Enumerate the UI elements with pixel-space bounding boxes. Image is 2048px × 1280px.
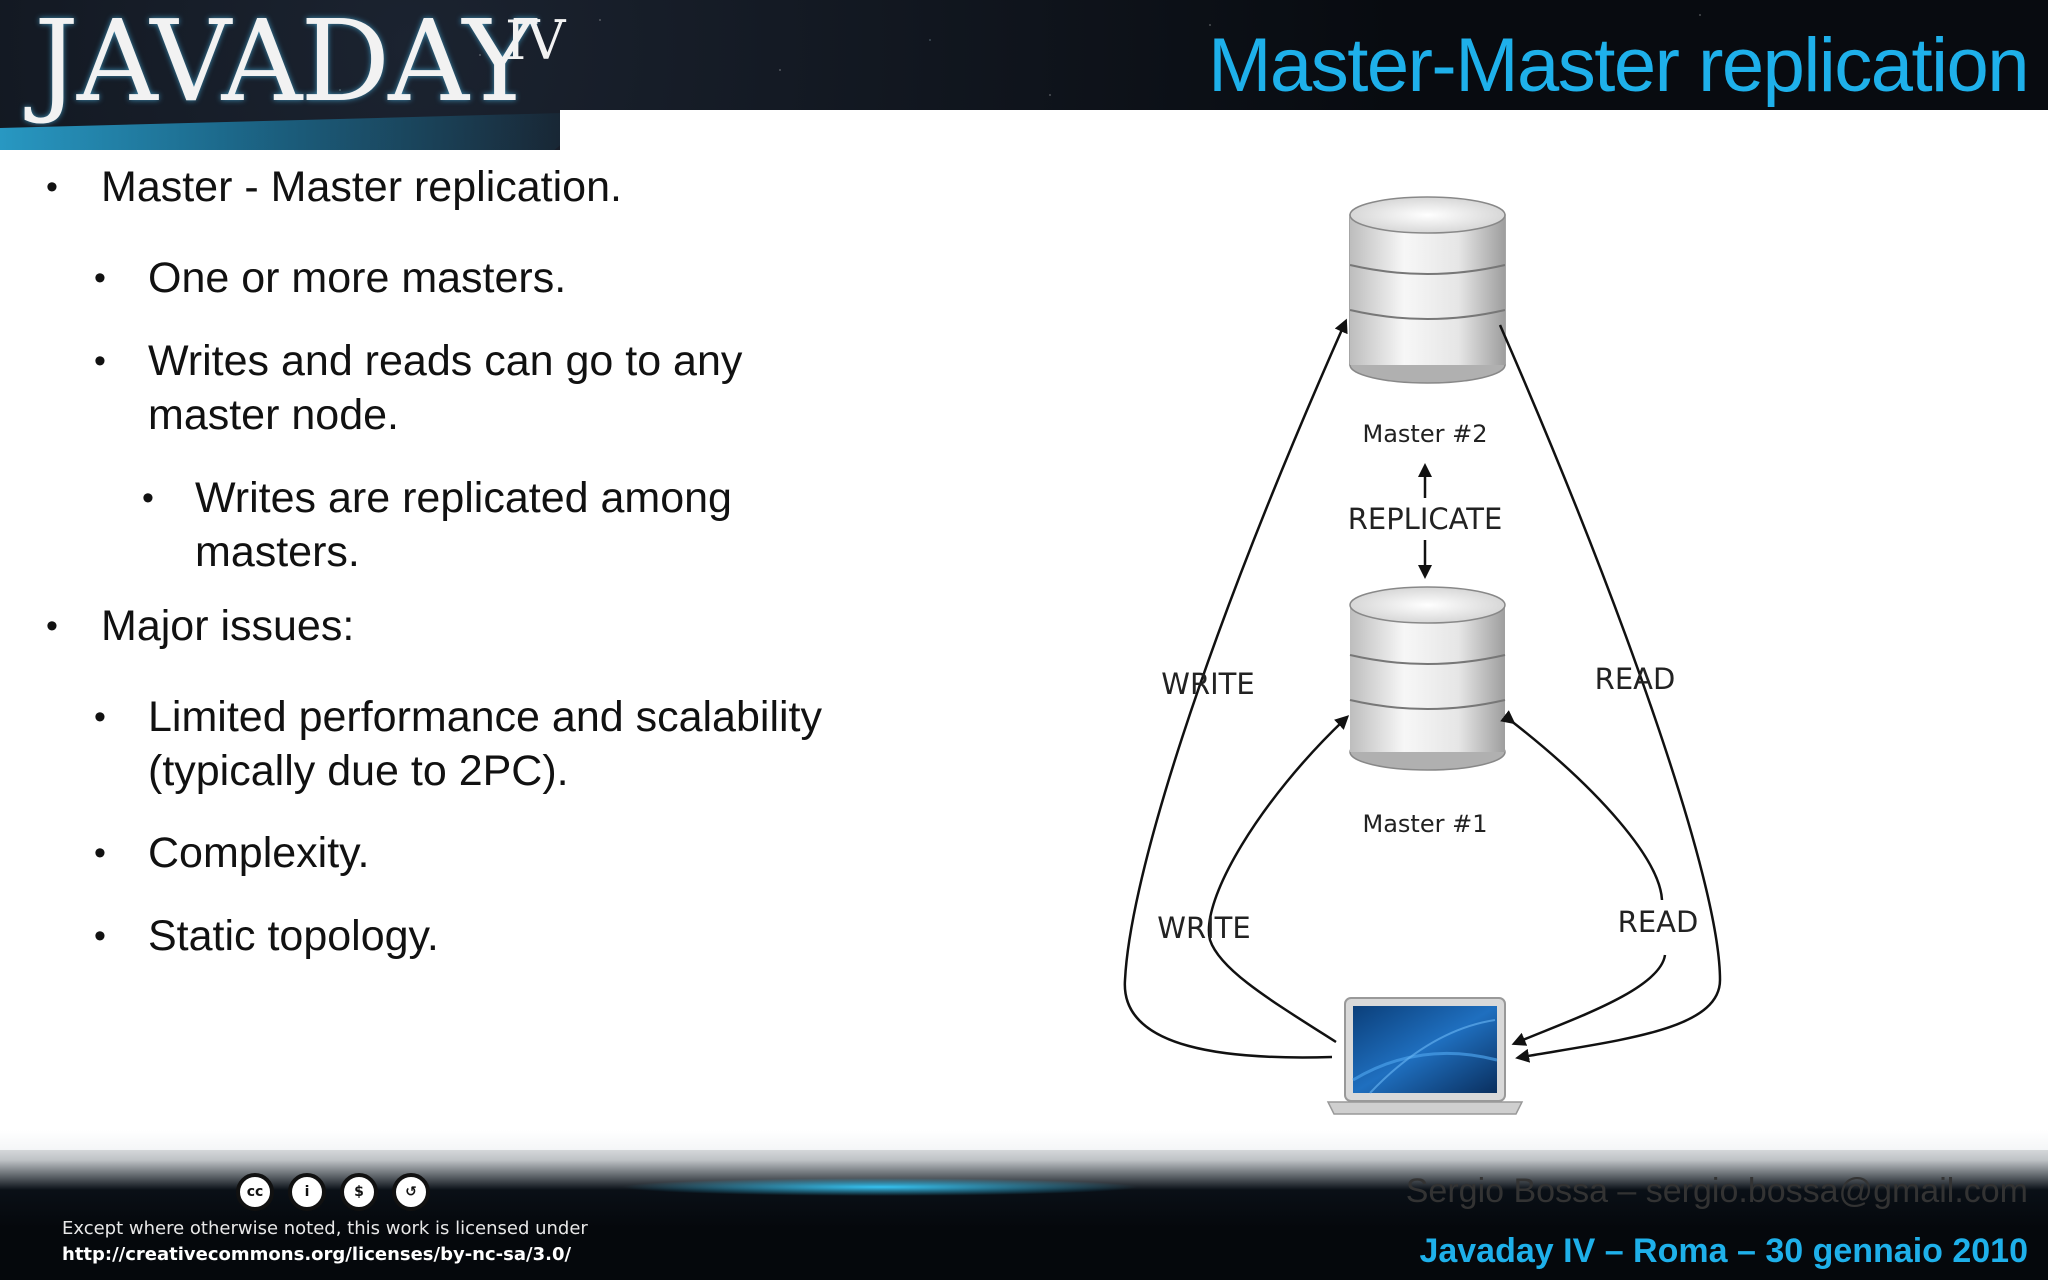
footer-glow bbox=[620, 1178, 1140, 1196]
bullet-item: • One or more masters. bbox=[94, 251, 908, 305]
database-icon bbox=[1349, 586, 1506, 771]
bullet-dot: • bbox=[94, 698, 106, 736]
bullet-text: Writes are replicated among masters. bbox=[195, 474, 732, 576]
write-inner-label: WRITE bbox=[1157, 911, 1250, 945]
javaday-logo: JAVADAY bbox=[34, 0, 536, 127]
bullet-item: • Limited performance and scalability (t… bbox=[94, 690, 898, 798]
author-credit: Sergio Bossa – sergio.bossa@gmail.com bbox=[1405, 1172, 2028, 1210]
database-icon bbox=[1349, 196, 1506, 384]
header-white-band bbox=[560, 110, 2048, 150]
slide-title: Master-Master replication bbox=[1208, 23, 2029, 108]
bullet-text: Limited performance and scalability (typ… bbox=[148, 693, 822, 795]
bullet-dot: • bbox=[46, 168, 58, 206]
cc-icon: cc bbox=[236, 1173, 274, 1211]
event-info: Javaday IV – Roma – 30 gennaio 2010 bbox=[1419, 1232, 2028, 1270]
master1-label: Master #1 bbox=[1363, 810, 1488, 838]
bullet-item: • Static topology. bbox=[94, 909, 908, 963]
bullet-dot: • bbox=[142, 479, 154, 517]
bullet-text: Writes and reads can go to any master no… bbox=[148, 337, 743, 439]
cc-license-icons: cc i $ ↺ bbox=[236, 1173, 430, 1211]
read-outer-arrow bbox=[1498, 324, 1722, 1063]
bullet-item: • Complexity. bbox=[94, 826, 908, 880]
noncommercial-icon: $ bbox=[340, 1173, 378, 1211]
slide-header: JAVADAY IV Master-Master replication bbox=[0, 0, 2048, 150]
bullet-dot: • bbox=[94, 259, 106, 297]
bullet-text: Complexity. bbox=[148, 829, 370, 877]
bullet-text: Static topology. bbox=[148, 912, 439, 960]
bullet-text: Major issues: bbox=[101, 602, 355, 650]
replicate-label: REPLICATE bbox=[1348, 502, 1503, 536]
read-inner-arrow-lower bbox=[1511, 954, 1667, 1046]
write-outer-arrow bbox=[1123, 318, 1348, 1059]
replication-diagram-svg: Master #2 REPLICATE Master #1 WRITE READ bbox=[1123, 196, 1722, 1115]
attribution-icon: i bbox=[288, 1173, 326, 1211]
read-outer-label: READ bbox=[1595, 662, 1676, 696]
license-text: Except where otherwise noted, this work … bbox=[62, 1218, 588, 1239]
license-url[interactable]: http://creativecommons.org/licenses/by-n… bbox=[62, 1244, 572, 1265]
bullet-dot: • bbox=[46, 607, 58, 645]
javaday-logo-edition: IV bbox=[505, 9, 566, 72]
bullet-item: • Major issues: bbox=[46, 599, 921, 653]
write-outer-label: WRITE bbox=[1161, 667, 1254, 701]
bullet-item: • Writes are replicated among masters. bbox=[142, 471, 795, 579]
bullet-dot: • bbox=[94, 342, 106, 380]
master2-label: Master #2 bbox=[1363, 420, 1488, 448]
bullet-item: • Master - Master replication. bbox=[46, 160, 921, 214]
bullet-text: One or more masters. bbox=[148, 254, 567, 302]
bullet-dot: • bbox=[94, 834, 106, 872]
laptop-icon bbox=[1326, 997, 1524, 1115]
write-inner-arrow bbox=[1207, 715, 1350, 1044]
read-inner-arrow bbox=[1500, 710, 1664, 901]
replication-diagram: Master #2 REPLICATE Master #1 WRITE READ bbox=[1100, 180, 1780, 1140]
read-inner-label: READ bbox=[1618, 905, 1699, 939]
bullet-dot: • bbox=[94, 917, 106, 955]
bullet-item: • Writes and reads can go to any master … bbox=[94, 334, 798, 442]
sharealike-icon: ↺ bbox=[392, 1173, 430, 1211]
bullet-text: Master - Master replication. bbox=[101, 163, 622, 211]
